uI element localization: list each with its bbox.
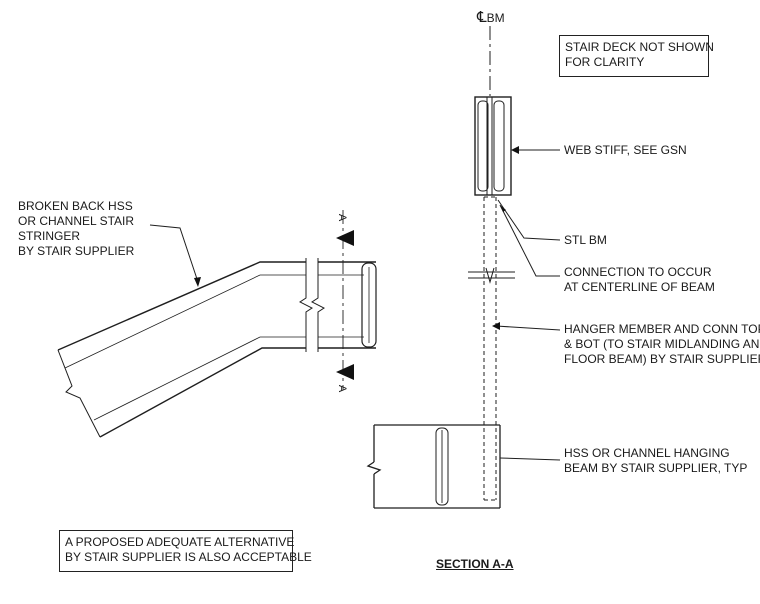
leader-arrowheads xyxy=(194,146,519,330)
callout-line: HANGER MEMBER AND CONN TOP xyxy=(564,322,760,336)
leader-lines xyxy=(149,149,561,461)
note-stair-deck: STAIR DECK NOT SHOWN FOR CLARITY xyxy=(565,40,714,70)
centerline-label: ℄BM xyxy=(477,10,505,26)
callout-hanger-member: HANGER MEMBER AND CONN TOP & BOT (TO STA… xyxy=(564,322,760,367)
callout-line: BEAM BY STAIR SUPPLIER, TYP xyxy=(564,461,748,475)
stair-stringer xyxy=(57,258,377,438)
hanger-break-mark xyxy=(468,267,515,284)
hanging-beam xyxy=(366,424,501,509)
callout-line: HSS OR CHANNEL HANGING xyxy=(564,446,730,460)
section-letter-top: A xyxy=(336,213,349,222)
section-title: SECTION A-A xyxy=(436,557,514,571)
callout-line: BROKEN BACK HSS xyxy=(18,199,133,213)
note-line: BY STAIR SUPPLIER IS ALSO ACCEPTABLE xyxy=(65,550,312,564)
callout-line: AT CENTERLINE OF BEAM xyxy=(564,280,715,294)
note-box-alternative xyxy=(59,530,293,572)
callout-line: STRINGER xyxy=(18,229,81,243)
callout-line: OR CHANNEL STAIR xyxy=(18,214,135,228)
callout-connection: CONNECTION TO OCCUR AT CENTERLINE OF BEA… xyxy=(564,265,715,295)
callout-hanging-beam: HSS OR CHANNEL HANGING BEAM BY STAIR SUP… xyxy=(564,446,747,476)
note-line: STAIR DECK NOT SHOWN xyxy=(565,40,714,54)
centerline-text: BM xyxy=(486,11,505,25)
callout-web-stiff: WEB STIFF, SEE GSN xyxy=(564,143,687,157)
section-letter-bottom: A xyxy=(336,384,349,393)
callout-line: FLOOR BEAM) BY STAIR SUPPLIER xyxy=(564,352,760,366)
note-box-stair-deck xyxy=(559,35,709,77)
callout-stringer: BROKEN BACK HSS OR CHANNEL STAIR STRINGE… xyxy=(18,199,134,259)
centerline-symbol: ℄ xyxy=(477,9,487,26)
steel-beam-section xyxy=(474,96,512,196)
note-alternative: A PROPOSED ADEQUATE ALTERNATIVE BY STAIR… xyxy=(65,535,312,565)
callout-line: & BOT (TO STAIR MIDLANDING AND xyxy=(564,337,760,351)
hanger-member xyxy=(483,196,497,501)
callout-stl-bm: STL BM xyxy=(564,233,607,247)
callout-line: BY STAIR SUPPLIER xyxy=(18,244,135,258)
callout-line: CONNECTION TO OCCUR xyxy=(564,265,712,279)
note-line: A PROPOSED ADEQUATE ALTERNATIVE xyxy=(65,535,295,549)
section-cut-marker xyxy=(336,210,354,390)
note-line: FOR CLARITY xyxy=(565,55,645,69)
